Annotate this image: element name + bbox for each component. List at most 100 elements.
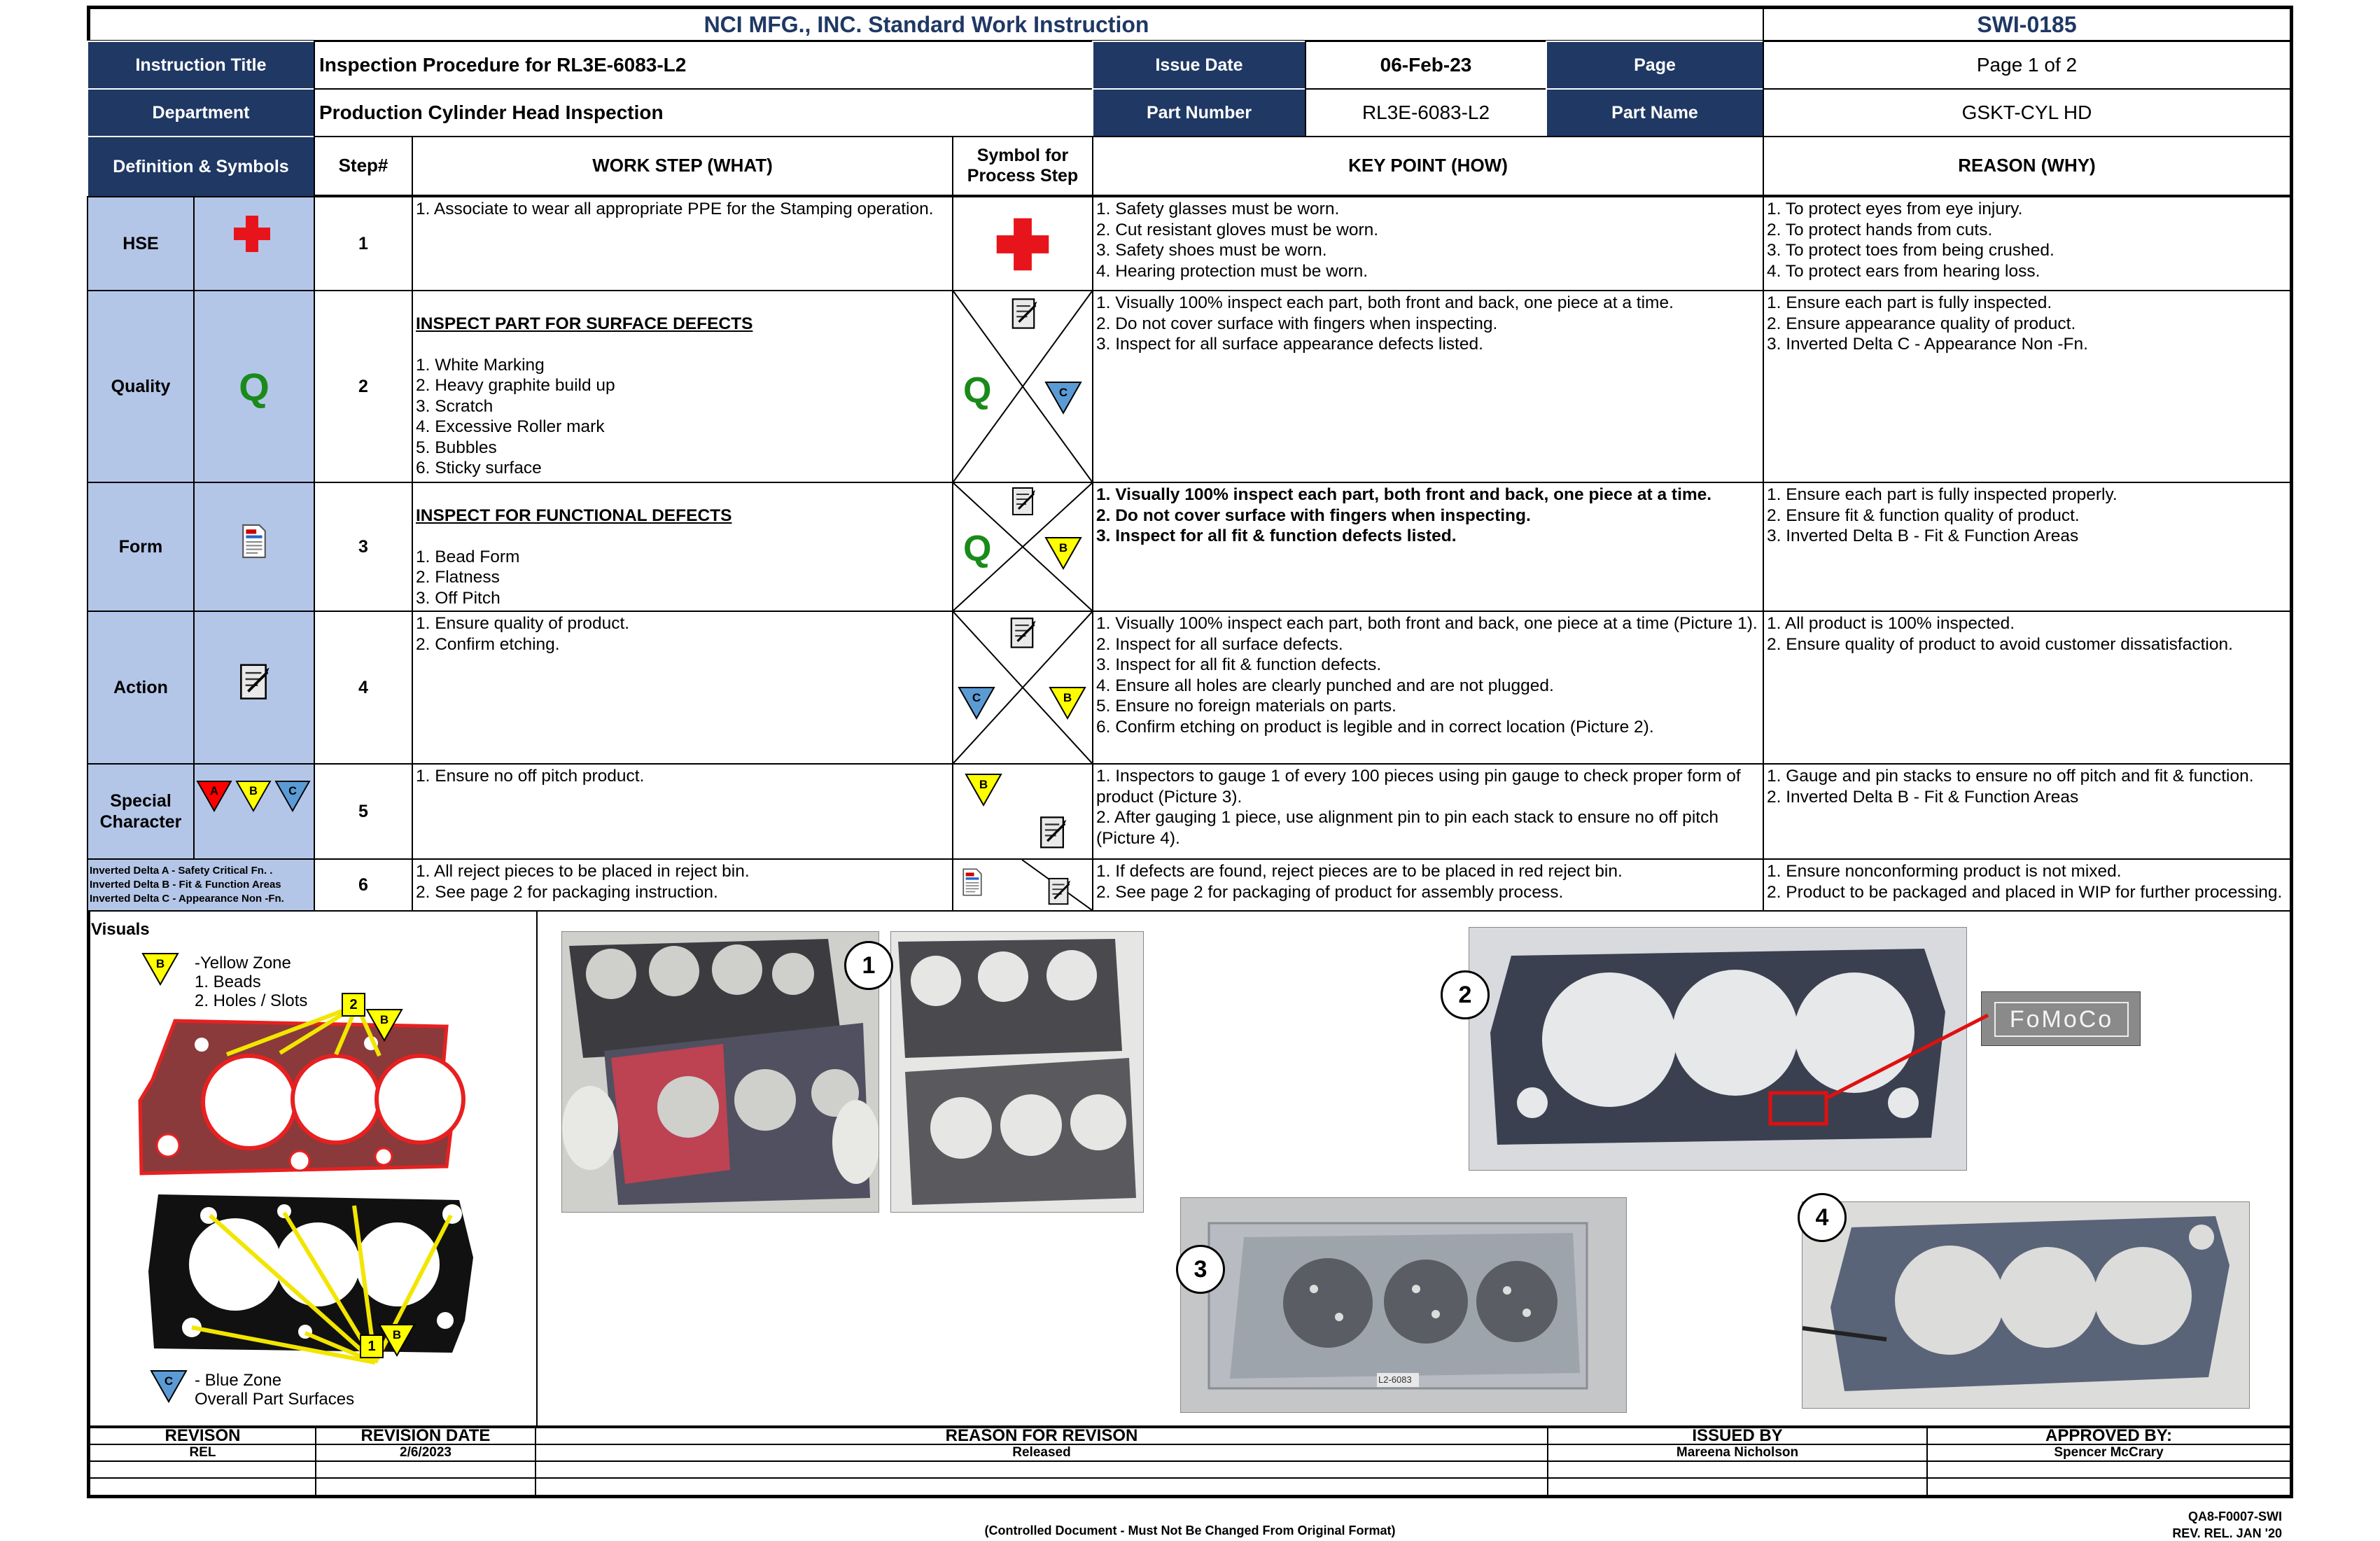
action-document-icon <box>235 662 272 703</box>
fixture-label: L2-6083 <box>1378 1374 1412 1385</box>
row-5-key-point: 1. Inspectors to gauge 1 of every 100 pi… <box>1092 763 1764 860</box>
controlled-document-note: (Controlled Document - Must Not Be Chang… <box>984 1523 1396 1537</box>
red-cross-icon <box>234 216 270 252</box>
row-6-work-step: 1. All reject pieces to be placed in rej… <box>412 858 953 912</box>
visuals-left-panel <box>87 910 538 1427</box>
quality-q-icon: Q <box>239 365 270 409</box>
row-2-work-list: 1. White Marking 2. Heavy graphite build… <box>416 355 615 482</box>
gasket-holes-diagram <box>148 1194 473 1365</box>
picture-1-inspection-photo <box>561 931 879 1213</box>
instruction-title-value: Inspection Procedure for RL3E-6083-L2 <box>314 41 1093 90</box>
row-2-reason: 1. Ensure each part is fully inspected. … <box>1763 290 2293 483</box>
row-5-step-number: 5 <box>314 763 413 860</box>
picture-2-etching-photo <box>1469 927 1967 1171</box>
definition-symbols-header: Definition & Symbols <box>87 136 315 197</box>
row-3-work-list: 1. Bead Form 2. Flatness 3. Off Pitch 4.… <box>416 547 520 611</box>
row-form-label: Form <box>87 482 195 612</box>
row-2-work-step: INSPECT PART FOR SURFACE DEFECTS 1. Whit… <box>412 290 953 483</box>
form-document-icon <box>239 522 269 560</box>
reason-for-revision-header: REASON FOR REVISON <box>535 1425 1548 1445</box>
delta-b-yellow-icon: B <box>378 1324 416 1357</box>
action-document-icon <box>1007 616 1037 651</box>
row-1-work-step: 1. Associate to wear all appropriate PPE… <box>412 196 953 291</box>
quality-q-icon: Q <box>963 529 992 569</box>
row-3-key-point: 1. Visually 100% inspect each part, both… <box>1092 482 1764 612</box>
row-hse-label: HSE <box>87 196 195 291</box>
yellow-zone-legend: -Yellow Zone 1. Beads 2. Holes / Slots <box>195 954 308 1010</box>
part-name-label: Part Name <box>1546 88 1764 137</box>
part-name-value: GSKT-CYL HD <box>1763 88 2293 137</box>
visuals-title: Visuals <box>91 920 150 939</box>
row-2-work-heading: INSPECT PART FOR SURFACE DEFECTS <box>416 314 753 333</box>
svg-text:B: B <box>1059 541 1068 555</box>
revision-empty-row <box>87 1477 316 1498</box>
delta-a-red-icon: A <box>196 780 232 812</box>
revision-empty-row <box>535 1460 1548 1479</box>
revision-empty-row <box>87 1460 316 1479</box>
revision-empty-row <box>1926 1477 2293 1498</box>
svg-text:C: C <box>972 691 981 704</box>
issue-date-label: Issue Date <box>1092 41 1306 90</box>
delta-b-yellow-icon: B <box>235 780 272 812</box>
row-2-step-number: 2 <box>314 290 413 483</box>
picture-1-part-photo <box>890 931 1144 1213</box>
row-quality-icon-cell: Q <box>193 290 315 483</box>
revision-empty-row <box>315 1477 536 1498</box>
instruction-title-label: Instruction Title <box>87 41 315 90</box>
delta-b-yellow-icon: B <box>141 953 179 986</box>
row-4-step-number: 4 <box>314 611 413 765</box>
row-4-reason: 1. All product is 100% inspected. 2. Ens… <box>1763 611 2293 765</box>
key-point-header: KEY POINT (HOW) <box>1092 136 1764 197</box>
row-3-step-number: 3 <box>314 482 413 612</box>
document-title: NCI MFG., INC. Standard Work Instruction <box>87 6 1764 42</box>
gasket-beads-diagram <box>138 1003 465 1176</box>
revision-empty-row <box>1547 1477 1928 1498</box>
issued-by-header: ISSUED BY <box>1547 1425 1928 1445</box>
red-cross-icon <box>996 218 1049 271</box>
svg-text:C: C <box>288 785 297 797</box>
row-1-symbol-cell <box>952 196 1093 291</box>
delta-b-yellow-icon: B <box>365 1009 403 1042</box>
delta-c-blue-icon: C <box>1044 382 1082 414</box>
row-form-icon-cell <box>193 482 315 612</box>
picture-4-callout: 4 <box>1798 1193 1847 1242</box>
row-special-character-label: Special Character <box>87 763 195 860</box>
delta-b-yellow-icon: B <box>1049 687 1086 720</box>
delta-b-yellow-icon: B <box>1044 537 1082 570</box>
delta-c-blue-icon: C <box>150 1370 188 1403</box>
revision-empty-row <box>1926 1460 2293 1479</box>
document-id: SWI-0185 <box>1763 6 2293 42</box>
issue-date-value: 06-Feb-23 <box>1305 41 1547 90</box>
reason-header: REASON (WHY) <box>1763 136 2293 197</box>
svg-text:B: B <box>249 785 258 797</box>
work-step-header: WORK STEP (WHAT) <box>412 136 953 197</box>
part-number-label: Part Number <box>1092 88 1306 137</box>
row-hse-icon-cell <box>193 196 315 291</box>
row-1-key-point: 1. Safety glasses must be worn. 2. Cut r… <box>1092 196 1764 291</box>
picture-4-alignment-pin-photo <box>1802 1201 2250 1409</box>
row-4-key-point: 1. Visually 100% inspect each part, both… <box>1092 611 1764 765</box>
svg-text:B: B <box>393 1328 401 1341</box>
revision-row-revision: REL <box>87 1444 316 1462</box>
step-header: Step# <box>314 136 413 197</box>
row-1-reason: 1. To protect eyes from eye injury. 2. T… <box>1763 196 2293 291</box>
row-5-symbol-cell: B <box>952 763 1093 860</box>
row-6-reason: 1. Ensure nonconforming product is not m… <box>1763 858 2293 912</box>
revision-date-header: REVISION DATE <box>315 1425 536 1445</box>
svg-text:B: B <box>1063 691 1072 704</box>
action-document-icon <box>1008 486 1037 518</box>
svg-text:C: C <box>164 1374 173 1388</box>
blue-zone-legend: - Blue Zone Overall Part Surfaces <box>195 1371 355 1409</box>
etching-pointer <box>1826 1013 1989 1100</box>
row-5-reason: 1. Gauge and pin stacks to ensure no off… <box>1763 763 2293 860</box>
part-number-value: RL3E-6083-L2 <box>1305 88 1547 137</box>
action-document-icon <box>1044 877 1072 907</box>
action-document-icon <box>1008 297 1039 332</box>
row-4-symbol-cell: C B <box>952 611 1093 765</box>
row-2-symbol-cell: Q C <box>952 290 1093 483</box>
delta-c-blue-icon: C <box>958 687 995 720</box>
revision-empty-row <box>315 1460 536 1479</box>
department-label: Department <box>87 88 315 137</box>
row-4-work-step: 1. Ensure quality of product. 2. Confirm… <box>412 611 953 765</box>
row-action-icon-cell <box>193 611 315 765</box>
